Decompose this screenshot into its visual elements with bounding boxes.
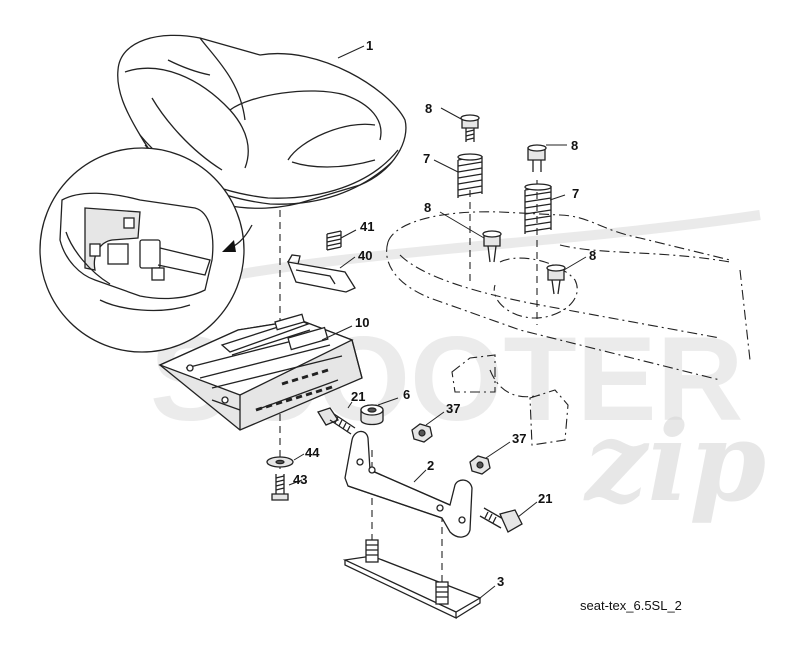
tractor-frame	[386, 211, 751, 446]
callout-7-b: 7	[572, 186, 579, 201]
part-3-plate	[342, 539, 482, 620]
part-37-nut-lower	[469, 455, 491, 475]
part-40-bracket	[286, 254, 356, 293]
callout-37-b: 37	[512, 431, 526, 446]
part-21-bolt-left	[317, 407, 356, 435]
callout-37-a: 37	[446, 401, 460, 416]
callout-44: 44	[305, 445, 320, 460]
part-8-bolt-c	[482, 230, 502, 263]
part-21-bolt-right	[479, 507, 523, 533]
callout-43: 43	[293, 472, 307, 487]
part-8-bolt-b	[527, 144, 547, 172]
callout-40: 40	[358, 248, 372, 263]
part-44-washer	[266, 456, 294, 468]
part-43-screw	[271, 474, 289, 501]
watermark-script: zip	[583, 397, 766, 526]
part-10-seat-pan	[158, 313, 363, 431]
diagram-caption: seat-tex_6.5SL_2	[580, 598, 682, 613]
callout-8-c: 8	[424, 200, 431, 215]
callout-10: 10	[355, 315, 369, 330]
callout-41: 41	[360, 219, 374, 234]
part-7-spring-b	[524, 183, 552, 234]
part-7-spring-a	[457, 153, 483, 198]
callout-2: 2	[427, 458, 434, 473]
callout-21-a: 21	[351, 389, 365, 404]
callout-8-a: 8	[425, 101, 432, 116]
callout-7-a: 7	[423, 151, 430, 166]
part-6-bushing	[360, 404, 384, 426]
part-8-bolt-a	[460, 114, 480, 142]
callout-21-b: 21	[538, 491, 552, 506]
callout-8-b: 8	[571, 138, 578, 153]
callout-numbers: 1 8 7 8 7 8 8 41 40 10 21 6 37 37 44 43 …	[293, 38, 596, 589]
callout-6: 6	[403, 387, 410, 402]
part-2-bracket	[344, 430, 473, 538]
part-8-bolt-d	[546, 264, 566, 295]
leader-lines	[288, 45, 587, 599]
callout-3: 3	[497, 574, 504, 589]
callout-8-d: 8	[589, 248, 596, 263]
detail-inset	[39, 147, 253, 353]
seat-pan-slots	[255, 368, 333, 412]
callout-1: 1	[366, 38, 373, 53]
part-41-spring	[326, 230, 342, 251]
assembly-centerlines	[279, 180, 538, 585]
part-37-nut-upper	[411, 423, 433, 443]
